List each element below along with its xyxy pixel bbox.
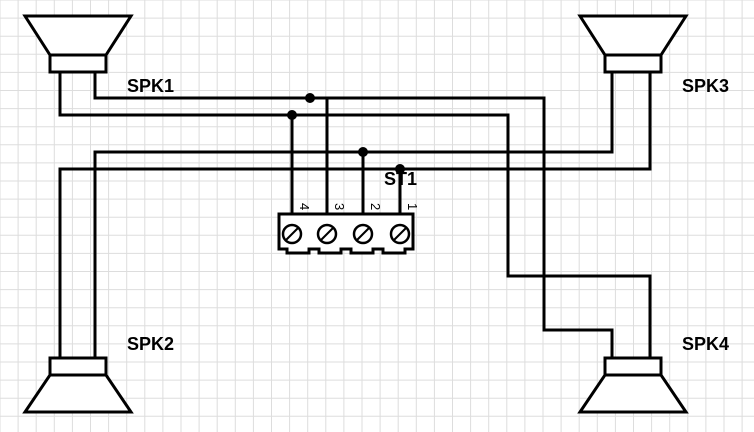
speaker-spk1 <box>22 14 134 74</box>
wire-spk1-b <box>58 70 652 360</box>
label-spk2: SPK2 <box>127 334 174 354</box>
terminal-block-st1: 4 3 2 1 <box>277 203 420 255</box>
speaker-magnet <box>603 356 663 377</box>
wires <box>58 70 652 360</box>
junction-dot <box>395 164 405 174</box>
terminal-screw-4 <box>281 223 303 245</box>
label-st1: ST1 <box>384 169 417 189</box>
speaker-spk4 <box>577 356 689 414</box>
junction-dot <box>287 110 297 120</box>
wire-spk2-b <box>58 70 652 360</box>
speaker-magnet <box>48 53 108 74</box>
speaker-cone-icon <box>22 373 134 414</box>
terminal-screw-3 <box>316 223 338 245</box>
junctions <box>287 93 405 174</box>
pin-label-2: 2 <box>368 203 383 210</box>
terminal-block-body <box>277 212 415 255</box>
label-spk1: SPK1 <box>127 76 174 96</box>
junction-dot <box>358 147 368 157</box>
label-spk4: SPK4 <box>682 334 729 354</box>
wire-spk2-a <box>93 70 614 360</box>
label-spk3: SPK3 <box>682 76 729 96</box>
junction-dot <box>305 93 315 103</box>
pin-label-3: 3 <box>332 203 347 210</box>
wire-spk1-a <box>93 70 614 360</box>
pin-label-1: 1 <box>405 203 420 210</box>
speaker-magnet <box>48 356 108 377</box>
pin-label-4: 4 <box>297 203 312 210</box>
terminal-screw-2 <box>352 223 374 245</box>
speaker-cone-icon <box>577 373 689 414</box>
terminal-screw-1 <box>389 223 411 245</box>
speaker-magnet <box>603 53 663 74</box>
speaker-spk3 <box>577 14 689 74</box>
speaker-cone-icon <box>22 14 134 57</box>
speaker-spk2 <box>22 356 134 414</box>
